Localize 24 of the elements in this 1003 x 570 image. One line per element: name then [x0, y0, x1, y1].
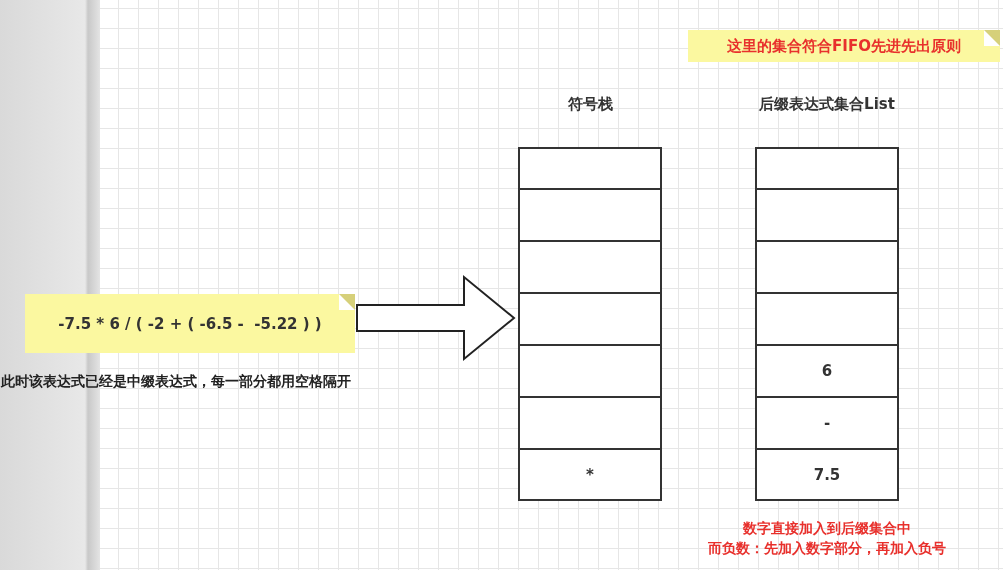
- stack-cell: [518, 292, 662, 346]
- stack-cell: [518, 396, 662, 450]
- stack-cell: [518, 344, 662, 398]
- sticky-note: [25, 294, 355, 353]
- stack-cell: -: [755, 396, 899, 450]
- stack-cell: [755, 240, 899, 294]
- stack-cell: [755, 188, 899, 242]
- block-arrow: [356, 274, 516, 362]
- stack-cell: [755, 147, 899, 190]
- note-text: 而负数：先加入数字部分，再加入负号: [707, 540, 947, 558]
- note-text: 这里的集合符合FIFO先进先出原则: [727, 36, 961, 56]
- annotation-text: 此时该表达式已经是中缀表达式，每一部分都用空格隔开: [1, 373, 351, 391]
- note-text: -7.5 * 6 / ( -2 + ( -6.5 - -5.22 ) ): [58, 314, 322, 333]
- stack-cell: [518, 147, 662, 190]
- column-heading: 后缀表达式集合List: [758, 95, 896, 115]
- stack-cell: 6: [755, 344, 899, 398]
- sticky-note: [688, 30, 1000, 62]
- column-heading: 符号栈: [566, 95, 614, 115]
- stack-cell: [518, 240, 662, 294]
- note-text: 数字直接加入到后缀集合中: [742, 520, 912, 538]
- stack-cell: [518, 188, 662, 242]
- stack-cell: *: [518, 448, 662, 501]
- stack-cell: 7.5: [755, 448, 899, 501]
- stack-cell: [755, 292, 899, 346]
